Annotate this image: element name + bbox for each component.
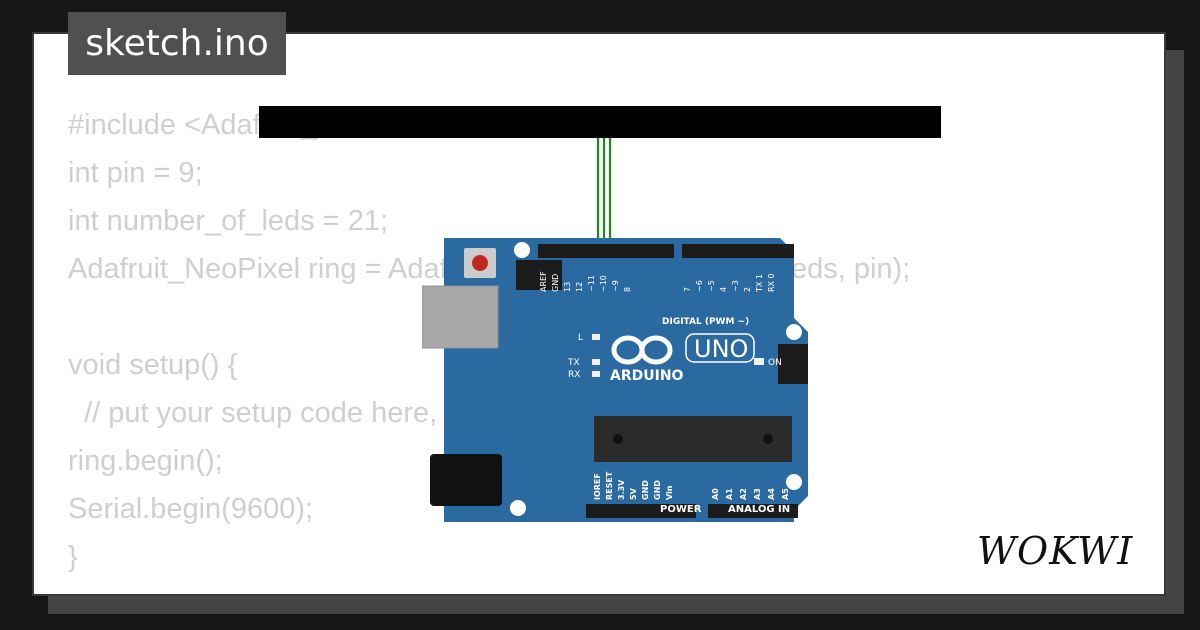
pin-label: GND (641, 480, 650, 500)
neopixel-ring-component[interactable] (259, 106, 941, 138)
pin-label: 3.3V (617, 479, 626, 500)
arduino-uno-board[interactable]: L TX RX ON ARDUINO UNO DIGITAL (PWM ~) P… (422, 238, 812, 528)
pin-label: IOREF (593, 473, 602, 500)
pin-label: ~5 (707, 280, 716, 292)
pin-label: A5 (781, 488, 790, 500)
led-rx-label: RX (568, 370, 580, 380)
pin-label: ~9 (611, 280, 620, 292)
pin-label: ~11 (587, 275, 596, 292)
pin-label: RESET (605, 471, 614, 500)
mount-hole (786, 324, 802, 340)
digital-section-label: DIGITAL (PWM ~) (662, 317, 749, 327)
mount-hole (786, 474, 802, 490)
pin-label: RX 0 (767, 273, 776, 292)
mount-hole (510, 500, 526, 516)
digital-header-a[interactable] (538, 244, 674, 258)
code-line: } (68, 541, 78, 573)
file-tab[interactable]: sketch.ino (68, 12, 286, 75)
led-l (592, 334, 600, 340)
pin-label: A0 (711, 488, 720, 500)
led-tx-label: TX (567, 358, 580, 368)
icsp-header-top (516, 260, 562, 290)
analog-pin-labels: A0 A1 A2 A3 A4 A5 (711, 488, 790, 500)
code-line: void setup() { (68, 349, 238, 381)
svg-text:WOKWI: WOKWI (977, 529, 1133, 573)
code-line: int pin = 9; (68, 157, 203, 189)
code-line: ring.begin(); (68, 445, 223, 477)
led-on (754, 358, 764, 365)
led-on-label: ON (768, 358, 782, 368)
pin-label: TX 1 (755, 274, 764, 293)
pin-label: ~10 (599, 275, 608, 292)
pin-label: 5V (629, 487, 638, 500)
microcontroller-chip (594, 416, 792, 462)
pin-label: A3 (753, 488, 762, 500)
led-rx (592, 371, 600, 377)
pin-label: AREF (539, 271, 548, 292)
power-section-label: POWER (660, 504, 702, 515)
pin-label: 13 (563, 282, 572, 292)
pin-label: GND (551, 274, 560, 292)
pin-label: 4 (719, 287, 728, 292)
pin-label: ~3 (731, 280, 740, 292)
icsp-header-right (778, 344, 808, 384)
digital-header-b[interactable] (682, 244, 794, 258)
pin-label: 8 (623, 287, 632, 292)
model-text: UNO (694, 335, 748, 363)
code-line: Serial.begin(9600); (68, 493, 314, 525)
reset-button[interactable] (472, 255, 488, 271)
led-tx (592, 359, 600, 365)
pin-label: A4 (767, 488, 776, 500)
code-line: int number_of_leds = 21; (68, 205, 389, 237)
preview-card: #include <Adafruit_NeoPixel.h> int pin =… (32, 32, 1166, 596)
analog-section-label: ANALOG IN (728, 504, 790, 515)
mount-hole (514, 242, 530, 258)
power-jack (430, 454, 502, 506)
pin-label: ~6 (695, 280, 704, 292)
digital-pin-labels: AREF GND 13 12 ~11 ~10 ~9 8 7 ~6 ~5 4 ~3… (539, 271, 776, 293)
pin-label: 12 (575, 282, 584, 292)
wokwi-logo: WOKWI (977, 529, 1133, 573)
pin-label: 2 (743, 287, 752, 292)
pin-label: 7 (683, 287, 692, 292)
pin-label: Vin (665, 485, 674, 500)
brand-text: ARDUINO (610, 368, 684, 384)
pin-label: A1 (725, 488, 734, 500)
analog-header[interactable] (708, 504, 798, 518)
power-pin-labels: IOREF RESET 3.3V 5V GND GND Vin (593, 471, 674, 500)
power-header[interactable] (586, 504, 696, 518)
led-l-label: L (578, 333, 583, 343)
model-badge (685, 333, 755, 363)
arduino-logo-icon (611, 335, 673, 365)
pin-label: A2 (739, 488, 748, 500)
usb-connector (422, 285, 499, 349)
pin-label: GND (653, 480, 662, 500)
